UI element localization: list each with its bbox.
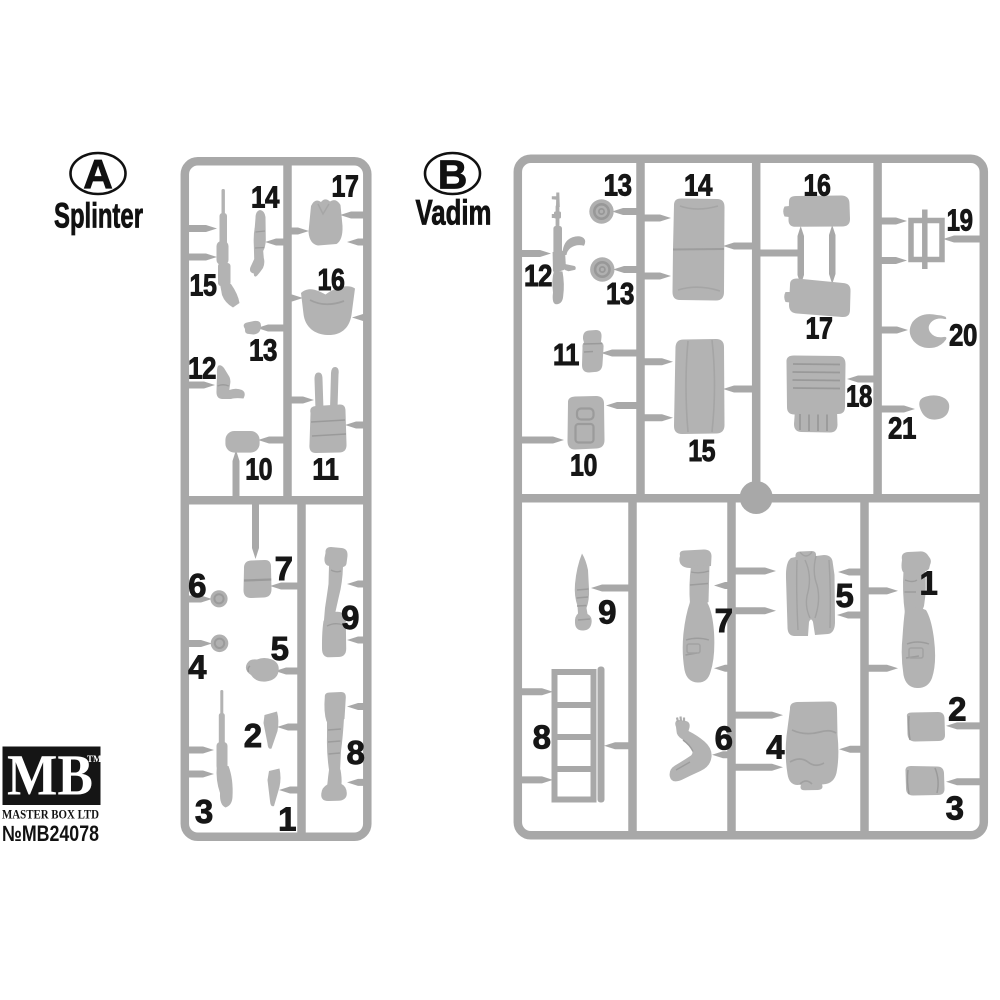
svg-text:16: 16 — [318, 263, 345, 297]
svg-text:7: 7 — [275, 550, 293, 587]
svg-text:2: 2 — [244, 717, 262, 754]
svg-text:21: 21 — [888, 412, 916, 446]
svg-text:15: 15 — [688, 434, 715, 468]
svg-text:6: 6 — [715, 720, 733, 757]
svg-text:MASTER BOX LTD: MASTER BOX LTD — [2, 808, 99, 822]
svg-text:TM: TM — [87, 754, 102, 764]
svg-text:15: 15 — [190, 269, 217, 303]
svg-text:12: 12 — [188, 352, 216, 386]
svg-text:13: 13 — [606, 277, 634, 311]
svg-text:A: A — [83, 151, 113, 197]
svg-text:9: 9 — [598, 594, 616, 631]
svg-text:11: 11 — [312, 453, 338, 487]
svg-text:1: 1 — [919, 565, 937, 602]
svg-text:3: 3 — [195, 793, 213, 830]
svg-text:№MB24078: №MB24078 — [2, 821, 99, 846]
svg-text:14: 14 — [684, 169, 712, 203]
svg-text:18: 18 — [846, 380, 872, 414]
svg-text:4: 4 — [766, 729, 785, 766]
svg-text:10: 10 — [570, 449, 597, 483]
svg-text:8: 8 — [533, 719, 551, 756]
svg-text:17: 17 — [806, 312, 833, 346]
svg-text:Vadim: Vadim — [416, 194, 492, 233]
svg-text:20: 20 — [949, 319, 977, 353]
svg-text:17: 17 — [332, 170, 359, 204]
svg-text:11: 11 — [553, 338, 579, 372]
svg-text:19: 19 — [947, 204, 973, 238]
svg-text:9: 9 — [341, 599, 359, 636]
svg-text:MB: MB — [7, 743, 93, 808]
svg-text:16: 16 — [804, 169, 831, 203]
svg-text:8: 8 — [346, 734, 364, 771]
svg-text:Splinter: Splinter — [54, 197, 143, 236]
svg-text:4: 4 — [188, 649, 207, 686]
svg-text:13: 13 — [249, 334, 277, 368]
svg-text:5: 5 — [271, 630, 289, 667]
svg-text:14: 14 — [251, 181, 279, 215]
svg-text:3: 3 — [946, 790, 964, 827]
svg-text:B: B — [438, 152, 468, 198]
svg-text:2: 2 — [948, 691, 966, 728]
svg-text:12: 12 — [524, 259, 552, 293]
svg-text:13: 13 — [604, 169, 632, 203]
svg-text:10: 10 — [245, 453, 272, 487]
svg-text:7: 7 — [715, 602, 733, 639]
svg-text:5: 5 — [835, 577, 853, 614]
svg-text:1: 1 — [278, 801, 296, 838]
svg-text:6: 6 — [188, 567, 206, 604]
